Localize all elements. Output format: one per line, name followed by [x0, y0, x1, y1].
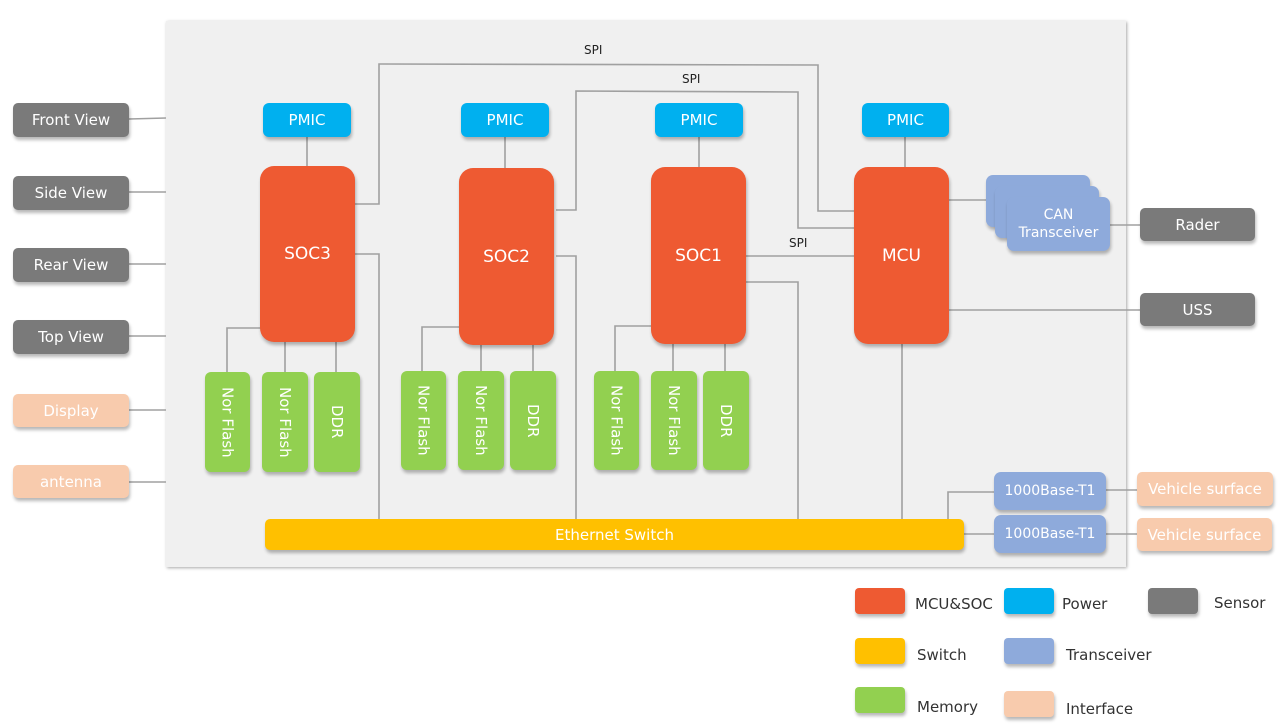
- pmic-soc1[interactable]: PMIC: [655, 103, 743, 137]
- memory-label: Nor Flash: [218, 386, 237, 458]
- wire-soc2-switch: [556, 255, 577, 519]
- wire-soc1-norflash1: [614, 325, 652, 371]
- wire-soc3-switch: [355, 253, 380, 519]
- wire-soc1-switch: [746, 281, 799, 519]
- phy-1000base-t1-2[interactable]: 1000Base-T1: [994, 515, 1106, 553]
- soc2-label: SOC2: [483, 246, 530, 267]
- pmic-soc3-label: PMIC: [288, 111, 326, 129]
- ethernet-switch[interactable]: Ethernet Switch: [265, 519, 964, 550]
- front-view-sensor[interactable]: Front View: [13, 103, 129, 137]
- legend-swatch-transceiver: [1004, 638, 1054, 664]
- wire-soc3-norflash1: [226, 327, 261, 372]
- spi-label-soc1: SPI: [789, 236, 808, 250]
- front-view-label: Front View: [31, 111, 111, 129]
- spi-label-soc2: SPI: [682, 72, 701, 86]
- wire-spi-soc2-mcu: [556, 90, 854, 229]
- vehicle-surface-label: Vehicle surface: [1147, 525, 1262, 544]
- pmic-soc1-label: PMIC: [680, 111, 718, 129]
- soc3-label: SOC3: [284, 244, 331, 264]
- legend-label-switch: Switch: [917, 646, 967, 664]
- phy-label: 1000Base-T1: [1004, 526, 1096, 542]
- memory-label: DDR: [717, 403, 735, 438]
- pmic-mcu-label: PMIC: [887, 111, 924, 129]
- mcu-label: MCU: [882, 245, 921, 266]
- legend-label-sensor: Sensor: [1214, 594, 1266, 612]
- legend-swatch-power: [1004, 588, 1054, 614]
- legend-label-power: Power: [1062, 595, 1108, 613]
- soc1-block[interactable]: SOC1: [651, 167, 746, 344]
- soc3-ddr[interactable]: DDR: [314, 372, 360, 472]
- vehicle-surface-2[interactable]: Vehicle surface: [1137, 518, 1272, 551]
- rader-label: Rader: [1175, 215, 1220, 234]
- memory-label: Nor Flash: [665, 385, 683, 456]
- phy-label: 1000Base-T1: [1004, 483, 1096, 499]
- soc1-nor-flash-2[interactable]: Nor Flash: [651, 371, 697, 470]
- can-transceiver-label-line2: Transceiver: [1018, 225, 1099, 241]
- soc3-nor-flash-2[interactable]: Nor Flash: [262, 372, 308, 472]
- rear-view-sensor[interactable]: Rear View: [13, 248, 129, 282]
- soc1-label: SOC1: [675, 245, 722, 266]
- uss-label: USS: [1182, 300, 1213, 319]
- mcu-block[interactable]: MCU: [854, 167, 949, 344]
- memory-label: Nor Flash: [414, 385, 433, 456]
- pmic-soc3[interactable]: PMIC: [263, 103, 351, 137]
- legend-swatch-mcu-soc: [855, 588, 905, 614]
- pmic-mcu[interactable]: PMIC: [862, 103, 949, 137]
- side-view-label: Side View: [34, 184, 108, 202]
- soc2-ddr[interactable]: DDR: [510, 371, 556, 470]
- soc3-block[interactable]: SOC3: [260, 166, 355, 342]
- soc2-block[interactable]: SOC2: [459, 168, 554, 345]
- can-transceiver[interactable]: CAN Transceiver: [1007, 197, 1110, 251]
- legend-swatch-interface: [1004, 691, 1054, 717]
- wire-front-view: [128, 117, 167, 120]
- uss-sensor[interactable]: USS: [1140, 293, 1255, 326]
- wire-soc2-norflash1: [421, 326, 460, 371]
- legend-label-memory: Memory: [917, 698, 979, 716]
- ethernet-switch-label: Ethernet Switch: [555, 525, 674, 544]
- rear-view-label: Rear View: [33, 256, 109, 274]
- soc3-nor-flash-1[interactable]: Nor Flash: [205, 372, 250, 472]
- legend-swatch-memory: [855, 687, 905, 713]
- legend-label-mcu-soc: MCU&SOC: [915, 595, 993, 613]
- soc2-nor-flash-1[interactable]: Nor Flash: [401, 371, 446, 470]
- vehicle-surface-label: Vehicle surface: [1148, 480, 1262, 498]
- memory-label: Nor Flash: [276, 386, 294, 458]
- soc1-ddr[interactable]: DDR: [703, 371, 749, 470]
- legend-swatch-switch: [855, 638, 905, 664]
- vehicle-surface-1[interactable]: Vehicle surface: [1137, 472, 1273, 506]
- spi-label-soc3: SPI: [584, 43, 603, 57]
- legend-label-interface: Interface: [1066, 700, 1134, 718]
- side-view-sensor[interactable]: Side View: [13, 176, 129, 210]
- legend-label-transceiver: Transceiver: [1066, 646, 1152, 664]
- wire-spi-soc3-mcu: [355, 63, 854, 212]
- soc1-nor-flash-1[interactable]: Nor Flash: [594, 371, 639, 470]
- memory-label: Nor Flash: [472, 385, 490, 456]
- phy-1000base-t1-1[interactable]: 1000Base-T1: [994, 472, 1106, 510]
- antenna-interface[interactable]: antenna: [13, 465, 129, 498]
- pmic-soc2[interactable]: PMIC: [461, 103, 549, 137]
- antenna-label: antenna: [39, 472, 102, 491]
- soc2-nor-flash-2[interactable]: Nor Flash: [458, 371, 504, 470]
- memory-label: Nor Flash: [607, 385, 626, 456]
- top-view-label: Top View: [38, 328, 104, 346]
- can-transceiver-label-line1: CAN: [1043, 207, 1074, 223]
- top-view-sensor[interactable]: Top View: [13, 320, 129, 354]
- memory-label: DDR: [328, 405, 346, 439]
- legend-swatch-sensor: [1148, 588, 1198, 614]
- display-interface[interactable]: Display: [13, 394, 129, 427]
- memory-label: DDR: [524, 403, 542, 438]
- pmic-soc2-label: PMIC: [486, 111, 524, 129]
- wire-switch-phy1: [947, 491, 994, 519]
- rader-sensor[interactable]: Rader: [1140, 208, 1255, 241]
- display-label: Display: [43, 401, 99, 420]
